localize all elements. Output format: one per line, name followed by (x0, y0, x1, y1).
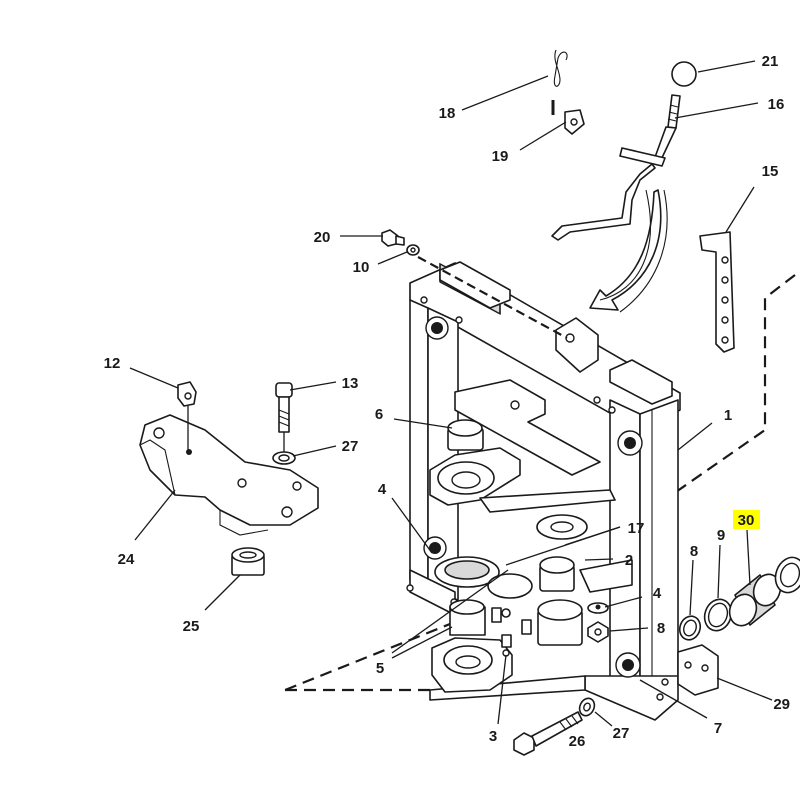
main-frame (406, 261, 681, 721)
callout-6: 6 (375, 406, 383, 423)
callout-25: 25 (183, 618, 200, 635)
callout-18: 18 (439, 105, 456, 122)
callout-4-right: 4 (653, 585, 662, 602)
callout-30: 30 (738, 512, 755, 529)
callout-12: 12 (104, 355, 121, 372)
callout-16: 16 (768, 96, 785, 113)
callout-21: 21 (762, 53, 779, 70)
callout-2: 2 (625, 552, 633, 569)
swivel-collar-assembly (431, 514, 588, 693)
callout-5: 5 (376, 660, 384, 677)
callout-7: 7 (714, 720, 722, 737)
callout-8-bottom: 8 (657, 620, 665, 637)
leader-lines (129, 60, 773, 727)
callout-19: 19 (492, 148, 509, 165)
callout-24: 24 (118, 551, 135, 568)
callout-27-bottom: 27 (613, 725, 630, 742)
bushing-rings (678, 556, 800, 641)
callout-17: 17 (628, 520, 645, 537)
callout-10: 10 (353, 259, 370, 276)
callout-13: 13 (342, 375, 359, 392)
callout-20: 20 (314, 229, 331, 246)
callout-27-left: 27 (342, 438, 359, 455)
callout-labels: 1 2 3 4 4 5 6 7 8 8 9 10 12 13 15 16 17 … (104, 53, 790, 750)
left-bracket-assembly (139, 381, 319, 576)
callout-26: 26 (569, 733, 586, 750)
callout-1: 1 (724, 407, 732, 424)
callout-8-right: 8 (690, 543, 698, 560)
upper-pivot-bracket (429, 419, 616, 513)
bottom-bolt (513, 697, 596, 756)
callout-9: 9 (717, 527, 725, 544)
callout-4-left: 4 (378, 481, 387, 498)
callout-3: 3 (489, 728, 497, 745)
side-block (677, 644, 719, 696)
callout-15: 15 (762, 163, 779, 180)
right-pivot-assembly (491, 556, 633, 657)
upper-components (381, 49, 735, 373)
highlight-marker (733, 510, 760, 529)
callout-29: 29 (773, 696, 790, 713)
